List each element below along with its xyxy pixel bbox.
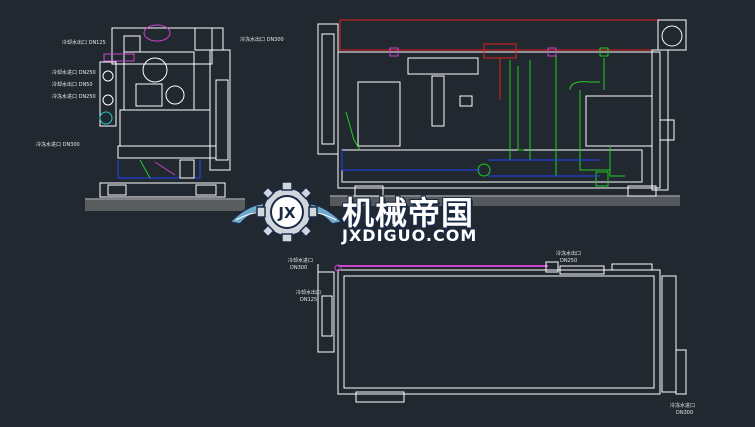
side-view-motor-circle [142,57,168,83]
side-view-flange-top [103,53,135,62]
elevation-view [317,19,687,206]
side-label-top-right: 冷冻水出口 DN300 [240,37,284,43]
plan-label-bottom-right: 冷冻水进口 [670,403,696,409]
elevation-red-valve [483,43,517,59]
plan-view-main-shell [337,269,661,395]
side-label-mid-2: 冷却水出口 DN50 [52,82,93,88]
side-view [85,24,245,211]
logo-letters: JX [277,204,296,222]
side-label-bottom: 冷冻水进口 DN300 [36,142,80,148]
elevation-left-panel [357,81,401,147]
plan-label-top-left: 冷却水进口 [288,258,314,264]
plan-label-bottom-right-size: DN300 [676,410,694,416]
plan-view-right-column [661,275,677,393]
plan-label-left-mid-size: DN125 [300,297,318,303]
watermark-logo: JX [228,181,344,243]
elevation-blue-pipe [341,150,480,171]
elevation-end-box-right [657,19,687,51]
plan-label-top-left-size: DN300 [290,265,308,271]
plan-label-top-right-size: DN250 [560,258,578,264]
elevation-green-pump [595,171,609,187]
side-view-upper-shell [111,27,213,65]
side-view-evaporator [119,109,211,147]
side-label-mid-1: 冷却水进口 DN250 [52,70,96,76]
elevation-main-shell [337,51,661,189]
side-label-top-left: 冷却水出口 DN125 [62,40,106,46]
plan-label-left-mid: 冷却水出口 [296,290,322,296]
elevation-green-pipe-1 [509,60,531,161]
side-label-mid-3: 冷冻水进口 DN250 [52,94,96,100]
elevation-left-column [317,23,339,155]
elevation-control-box [585,95,653,147]
watermark-cn-text: 机械帝国 [342,194,475,232]
side-view-lower-pipe [117,160,201,179]
side-view-ground-hatch [85,199,245,211]
side-view-pump-cyan [99,111,113,125]
plan-view [317,261,687,403]
elevation-red-header [339,19,659,51]
watermark-url-text: JXDIGUO.COM [342,226,478,245]
plan-view-left-column [317,271,335,353]
plan-label-top-right: 冷冻水出口 [556,251,582,257]
side-view-magenta-valve [143,24,171,42]
side-view-base [99,182,226,198]
